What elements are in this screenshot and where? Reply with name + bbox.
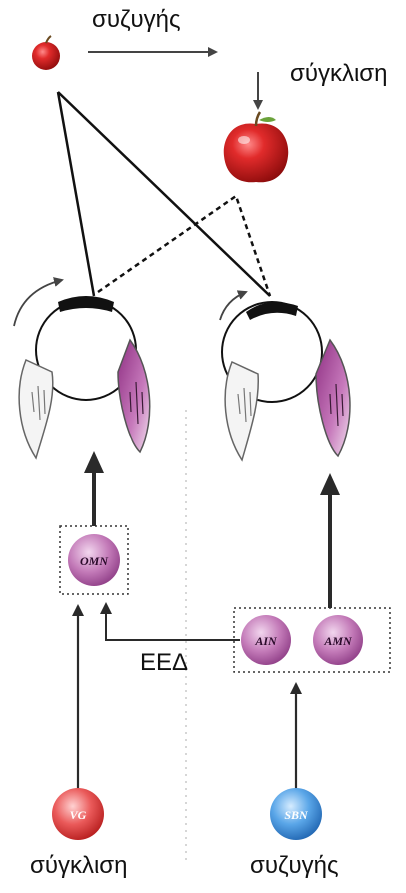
bottom-conjugate-label: συζυγής xyxy=(250,852,339,880)
large-apple-icon xyxy=(224,112,288,182)
vg-node-label: VG xyxy=(70,808,87,822)
right-eye xyxy=(222,302,350,460)
bottom-vergence-label: σύγκλιση xyxy=(30,852,127,880)
amn-node-label: AMN xyxy=(323,634,353,648)
top-vergence-label: σύγκλιση xyxy=(290,60,387,88)
omn-node-label: OMN xyxy=(80,554,109,568)
top-conjugate-label: συζυγής xyxy=(92,6,181,34)
vergence-dashed-lines xyxy=(98,196,270,296)
left-eye xyxy=(19,296,150,464)
ipsi-pathway-label: ΕΕΔ xyxy=(140,649,188,677)
ain-to-omn-pathway xyxy=(106,604,240,640)
sbn-node-label: SBN xyxy=(284,808,309,822)
small-apple-icon xyxy=(32,36,60,70)
ain-node-label: AIN xyxy=(254,634,278,648)
